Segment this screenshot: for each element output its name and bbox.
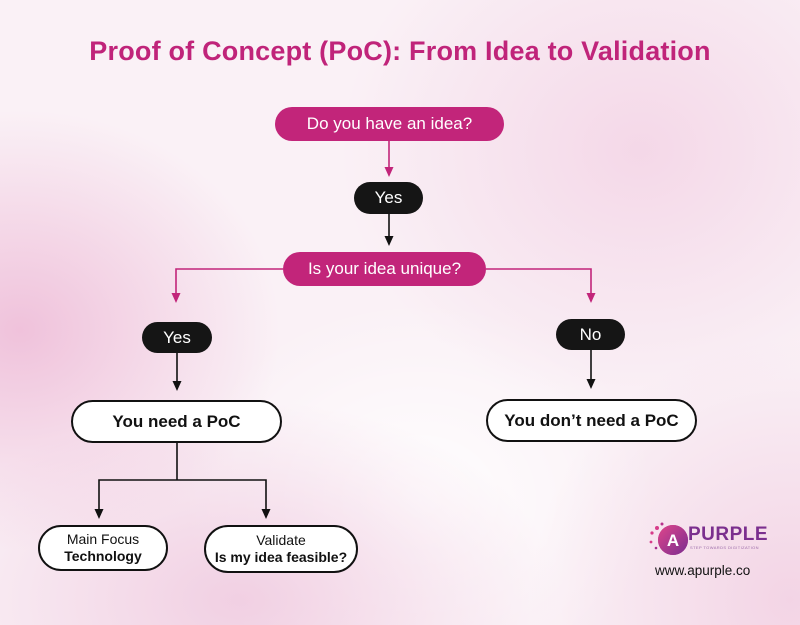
main-focus-label: Main Focus [66,531,140,547]
main-focus-box: Main Focus Technology [38,525,168,571]
result-need-poc: You need a PoC [71,400,282,443]
question-have-idea: Do you have an idea? [275,107,504,141]
answer-yes-idea: Yes [354,182,423,214]
apurple-logo-icon: A [649,522,688,555]
page-title: Proof of Concept (PoC): From Idea to Val… [89,36,711,66]
result-no-need-poc: You don’t need a PoC [486,399,697,442]
question-idea-unique: Is your idea unique? [283,252,486,286]
brand-name: PURPLE [688,524,769,545]
arrow-to-main-focus [94,479,177,519]
validate-label: Validate [256,532,306,548]
brand-tagline: STEP TOWARDS DIGITIZATION [690,545,759,550]
arrow-unique-to-no [486,268,596,303]
answer-yes-unique: Yes [142,322,212,353]
arrow-to-validate [177,479,271,519]
answer-no-unique: No [556,319,625,350]
logo-initial: A [667,531,679,550]
main-focus-value: Technology [64,548,142,564]
brand-url: www.apurple.co [655,563,751,578]
arrow-unique-to-yes [171,268,283,303]
validate-value: Is my idea feasible? [214,549,348,565]
validate-box: Validate Is my idea feasible? [204,525,358,573]
